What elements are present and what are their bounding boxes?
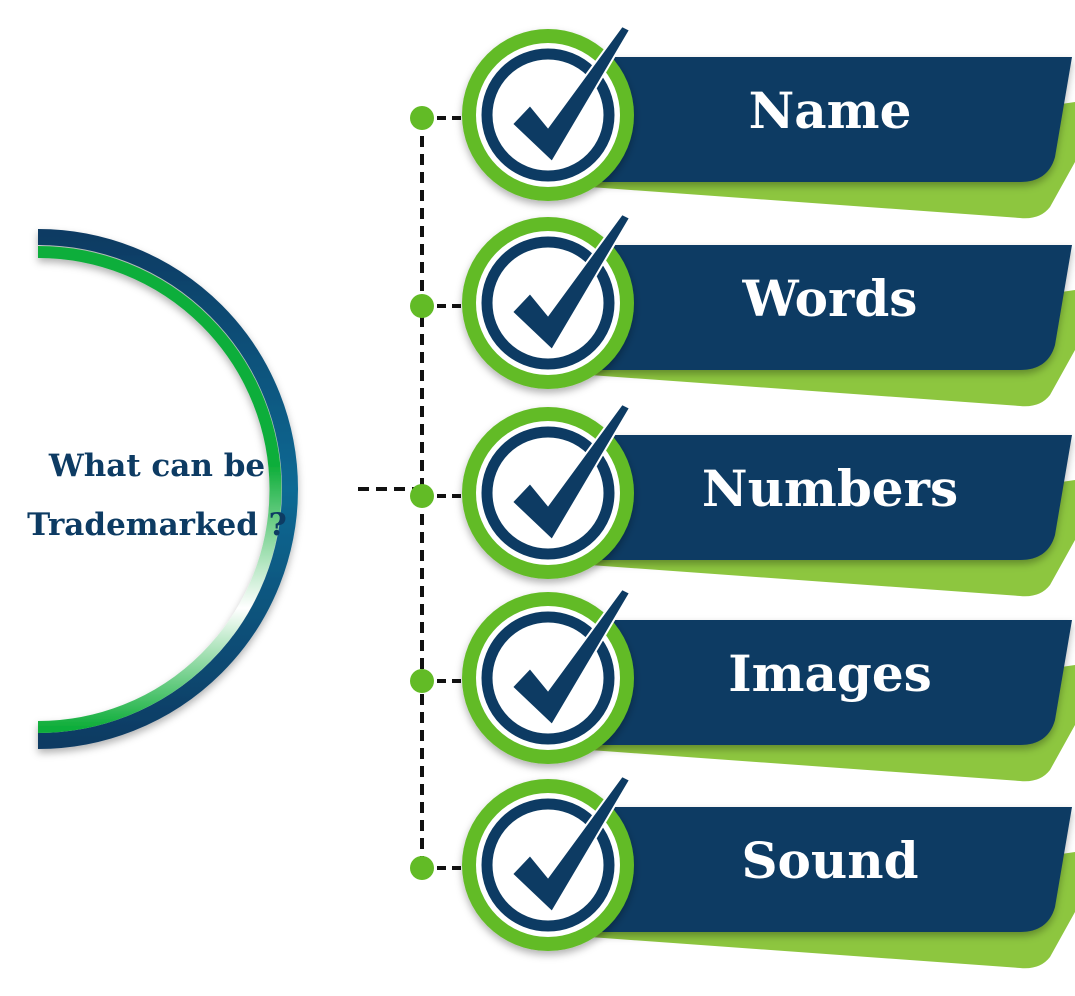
badge-navy-ring <box>481 426 615 560</box>
badge-navy-ring <box>481 48 615 182</box>
banner <box>590 245 1072 370</box>
banner <box>590 620 1072 745</box>
banner <box>590 807 1072 932</box>
item-label: Name <box>749 81 912 140</box>
connector-dot <box>410 856 434 880</box>
badge-navy-ring <box>481 611 615 745</box>
item-label: Words <box>742 269 918 328</box>
center-title-line2: Trademarked ? <box>27 507 287 543</box>
checkmark-icon <box>510 24 632 164</box>
connector-dot <box>410 294 434 318</box>
item-label: Sound <box>741 831 918 890</box>
banner <box>590 435 1072 560</box>
connector-dot <box>410 484 434 508</box>
item-name: Name <box>410 24 1075 219</box>
item-label: Numbers <box>702 459 958 518</box>
center-arc <box>37 229 298 749</box>
item-images: Images <box>410 587 1075 782</box>
item-numbers: Numbers <box>410 402 1075 597</box>
connector-lines <box>358 118 424 864</box>
checkmark-icon <box>510 402 632 542</box>
checkmark-icon <box>510 587 632 727</box>
connector-dot <box>410 106 434 130</box>
badge-navy-ring <box>481 236 615 370</box>
checkmark-icon <box>510 774 632 914</box>
item-words: Words <box>410 212 1075 407</box>
badge-navy-ring <box>481 798 615 932</box>
banner <box>590 57 1072 182</box>
checkmark-icon <box>510 212 632 352</box>
item-label: Images <box>728 644 932 703</box>
center-title-line1: What can be <box>48 448 265 484</box>
item-sound: Sound <box>410 774 1075 969</box>
connector-dot <box>410 669 434 693</box>
